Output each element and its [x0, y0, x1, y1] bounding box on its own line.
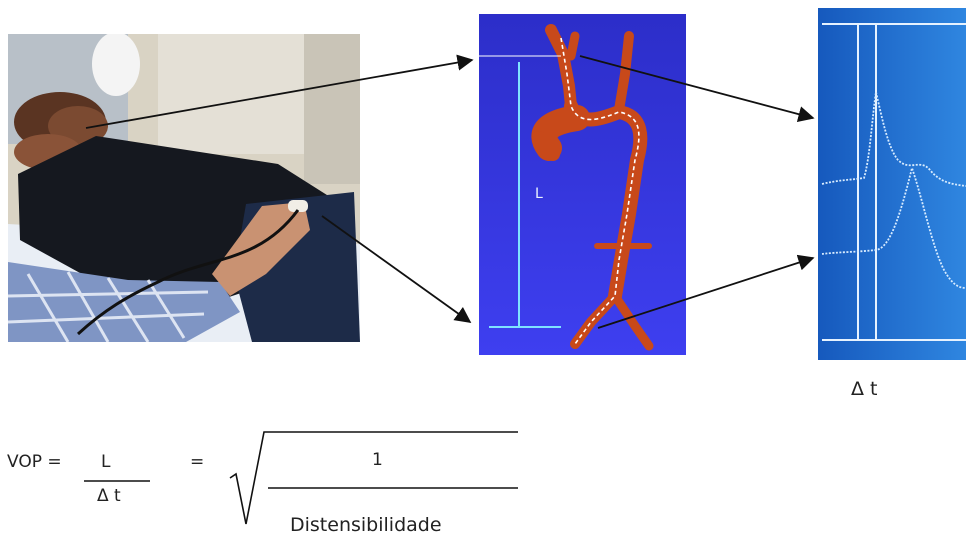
formula-denominator: Δ t — [97, 486, 121, 506]
arrow-groin-to-femoral — [322, 216, 470, 322]
formula-equals-sign: = — [190, 452, 204, 472]
arrow-carotid-to-waveform — [580, 56, 813, 118]
formula-sqrt-numerator: 1 — [372, 450, 383, 470]
arrow-femoral-to-waveform — [598, 258, 813, 328]
arrow-neck-to-carotid — [86, 60, 472, 128]
formula-numerator: L — [101, 452, 110, 472]
formula-sqrt-denominator: Distensibilidade — [290, 514, 442, 536]
formula-vop-label: VOP = — [7, 452, 62, 472]
